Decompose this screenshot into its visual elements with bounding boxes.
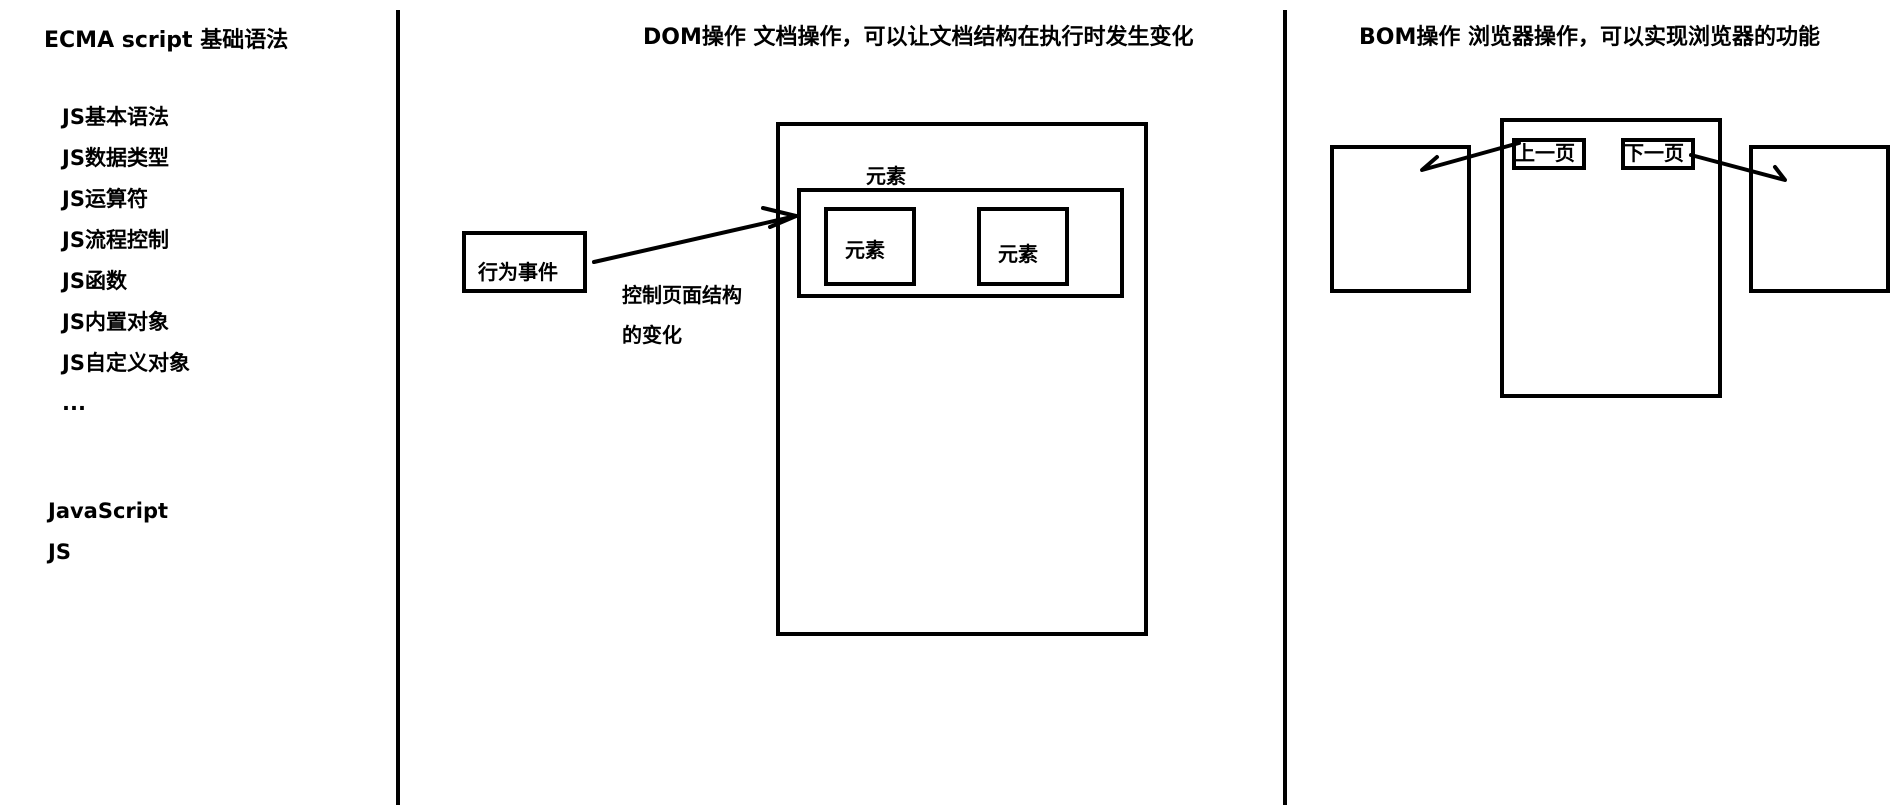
- prev-page-arrow: [1420, 141, 1521, 172]
- next-page-arrow: [1689, 153, 1787, 182]
- next-page-box: [1749, 145, 1890, 293]
- outer-element-label: 元素: [866, 164, 906, 188]
- list-item: JS基本语法: [62, 105, 169, 129]
- list-item: JS内置对象: [62, 310, 169, 334]
- inner-element-label-1: 元素: [845, 238, 885, 262]
- inner-element-box-1: [824, 207, 916, 286]
- next-page-button-label: 下一页: [1624, 141, 1684, 165]
- event-label: 行为事件: [478, 260, 558, 284]
- divider-right: [1283, 10, 1287, 805]
- ecma-title: ECMA script 基础语法: [44, 28, 289, 53]
- prev-page-button-label: 上一页: [1515, 141, 1575, 165]
- list-item: JS流程控制: [62, 228, 169, 252]
- event-arrow-head: [761, 206, 798, 229]
- bom-title: BOM操作 浏览器操作，可以实现浏览器的功能: [1359, 25, 1821, 50]
- document-page-box: [776, 122, 1148, 636]
- browser-window-box: [1500, 118, 1722, 398]
- list-item: JS函数: [62, 269, 127, 293]
- dom-title: DOM操作 文档操作，可以让文档结构在执行时发生变化: [643, 25, 1194, 50]
- arrow-caption-line-2: 的变化: [622, 323, 682, 347]
- list-item: JS运算符: [62, 187, 148, 211]
- alias-javascript: JavaScript: [48, 499, 169, 523]
- event-box: [462, 231, 587, 293]
- inner-element-box-2: [977, 207, 1069, 286]
- event-arrow: [592, 214, 798, 264]
- list-item: JS自定义对象: [62, 351, 190, 375]
- prev-page-button[interactable]: [1512, 138, 1586, 170]
- inner-element-label-2: 元素: [998, 242, 1038, 266]
- list-item: ...: [62, 391, 86, 415]
- divider-left: [396, 10, 400, 805]
- list-item: JS数据类型: [62, 146, 169, 170]
- outer-element-box: [797, 188, 1124, 298]
- previous-page-box: [1330, 145, 1471, 293]
- arrow-caption-line-1: 控制页面结构: [622, 283, 742, 307]
- alias-js: JS: [48, 540, 71, 564]
